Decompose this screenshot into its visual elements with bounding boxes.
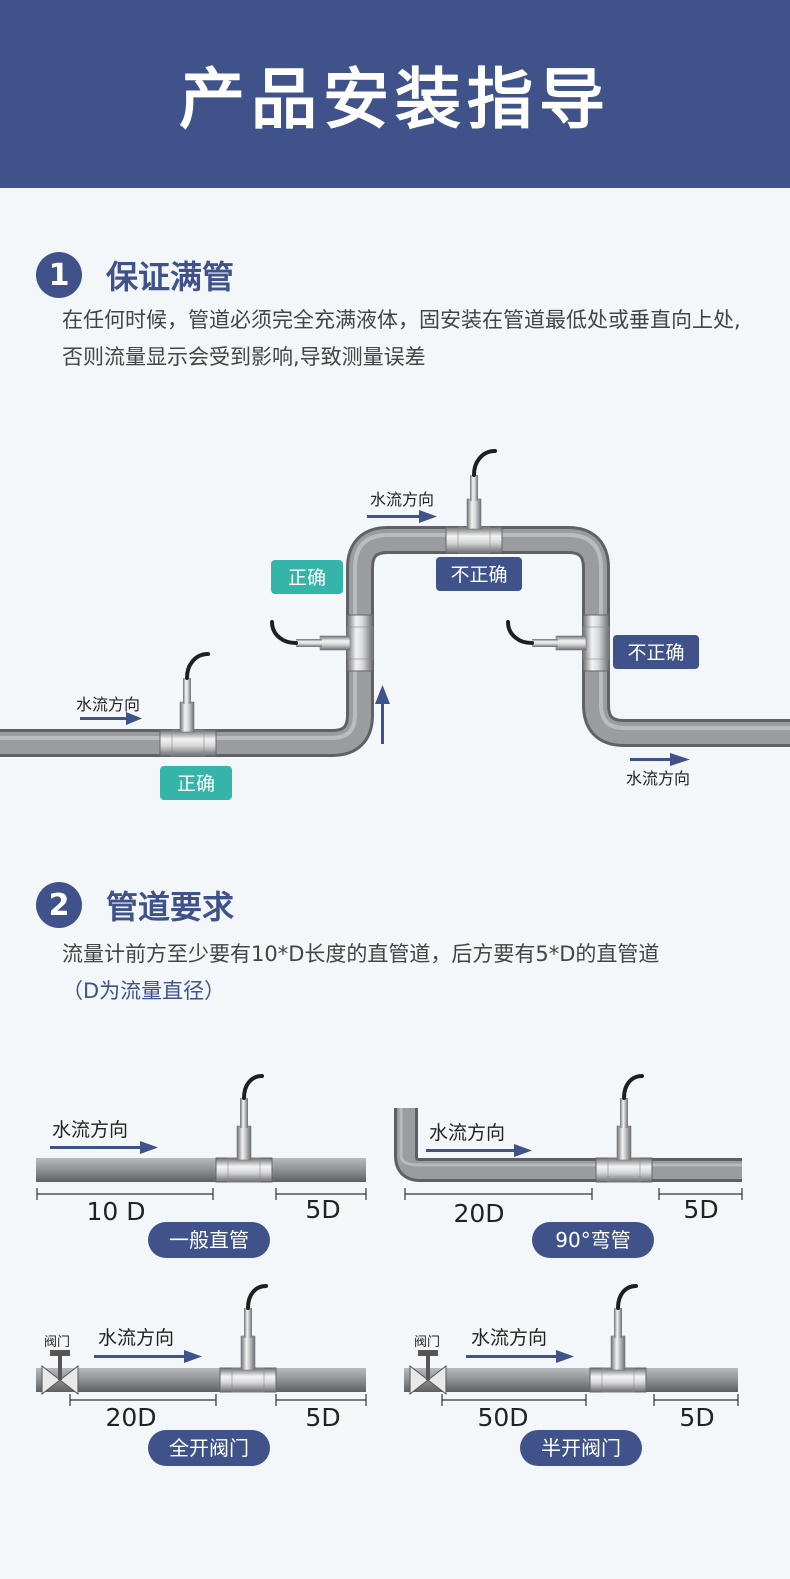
flow-direction-label: 水流方向 bbox=[76, 695, 140, 714]
valve-icon bbox=[409, 1350, 447, 1396]
flow-meter-incorrect-top bbox=[445, 449, 503, 554]
svg-text:20D: 20D bbox=[105, 1403, 156, 1432]
svg-text:阀门: 阀门 bbox=[44, 1335, 70, 1350]
tag-correct: 正确 bbox=[271, 560, 343, 594]
valve-icon bbox=[41, 1350, 79, 1396]
panel-straight-pipe: 水流方向 10 D 5D 一般直管 bbox=[36, 1074, 367, 1258]
flow-meter bbox=[594, 1074, 654, 1184]
section-1-heading: 1 保证满管 bbox=[36, 252, 234, 298]
caption-pill bbox=[148, 1222, 270, 1258]
caption-pill bbox=[532, 1222, 654, 1258]
flow-arrow-3 bbox=[630, 753, 690, 766]
page-title: 产品安装指导 bbox=[179, 61, 611, 138]
tag-correct: 正确 bbox=[160, 766, 232, 800]
svg-text:水流方向: 水流方向 bbox=[52, 1119, 128, 1141]
page-header: 产品安装指导 bbox=[0, 0, 790, 188]
pipe-requirement-diagrams: 水流方向 10 D 5D 一般直管 水流方向 20D 5D 90°弯管 bbox=[36, 1074, 743, 1466]
svg-text:水流方向: 水流方向 bbox=[98, 1327, 174, 1349]
svg-text:一般直管: 一般直管 bbox=[169, 1228, 249, 1252]
flow-meter bbox=[588, 1284, 648, 1394]
flow-arrow bbox=[426, 1144, 532, 1157]
section-description: 流量计前方至少要有10*D长度的直管道，后方要有5*D的直管道 （D为流量直径） bbox=[62, 936, 752, 1010]
caption-pill bbox=[520, 1430, 642, 1466]
full-pipe-diagram: 水流方向 水流方向 水流方向 正确 正确 不正确 不正确 bbox=[0, 449, 790, 800]
flow-arrow-up bbox=[375, 685, 390, 744]
flow-direction-label: 水流方向 bbox=[370, 490, 434, 509]
section-title: 保证满管 bbox=[106, 258, 235, 296]
svg-text:90°弯管: 90°弯管 bbox=[555, 1228, 630, 1252]
panel-half-open-valve: 阀门 水流方向 50D 5D 半开阀门 bbox=[404, 1284, 739, 1466]
requirement-text: 流量计前方至少要有10*D长度的直管道，后方要有5*D的直管道 bbox=[62, 942, 660, 966]
flow-meter-incorrect-descending bbox=[506, 614, 610, 672]
flow-arrow-1 bbox=[80, 712, 142, 725]
flow-meter-correct-bottom bbox=[159, 652, 217, 757]
flow-arrow-2 bbox=[367, 510, 437, 523]
svg-text:阀门: 阀门 bbox=[414, 1335, 440, 1350]
caption-pill bbox=[148, 1430, 270, 1466]
flow-meter bbox=[218, 1284, 278, 1394]
flow-direction-label: 水流方向 bbox=[626, 769, 690, 788]
svg-text:5D: 5D bbox=[679, 1403, 714, 1432]
tag-incorrect: 不正确 bbox=[613, 635, 699, 669]
svg-text:正确: 正确 bbox=[288, 567, 326, 589]
svg-text:不正确: 不正确 bbox=[627, 642, 684, 664]
svg-text:20D: 20D bbox=[453, 1199, 504, 1228]
svg-text:5D: 5D bbox=[683, 1195, 718, 1224]
section-number-badge: 1 bbox=[36, 252, 82, 298]
svg-text:5D: 5D bbox=[305, 1403, 340, 1432]
panel-elbow-pipe: 水流方向 20D 5D 90°弯管 bbox=[394, 1074, 743, 1258]
flow-arrow bbox=[466, 1350, 574, 1363]
tag-incorrect: 不正确 bbox=[436, 557, 522, 591]
svg-text:水流方向: 水流方向 bbox=[471, 1327, 547, 1349]
flow-meter bbox=[214, 1074, 274, 1184]
dimension-line bbox=[404, 1188, 743, 1200]
svg-text:水流方向: 水流方向 bbox=[429, 1122, 505, 1144]
svg-text:不正确: 不正确 bbox=[450, 564, 507, 586]
svg-text:10 D: 10 D bbox=[86, 1197, 145, 1226]
flow-arrow bbox=[50, 1141, 158, 1154]
dimension-line bbox=[69, 1394, 367, 1406]
svg-text:正确: 正确 bbox=[177, 773, 215, 795]
svg-text:全开阀门: 全开阀门 bbox=[169, 1436, 249, 1460]
svg-text:半开阀门: 半开阀门 bbox=[541, 1436, 621, 1460]
requirement-note: （D为流量直径） bbox=[62, 979, 226, 1003]
section-2-heading: 2 管道要求 bbox=[36, 882, 234, 928]
flow-meter-correct-vertical bbox=[270, 614, 374, 672]
panel-full-open-valve: 阀门 水流方向 20D 5D 全开阀门 bbox=[36, 1284, 367, 1466]
svg-text:5D: 5D bbox=[305, 1195, 340, 1224]
section-number-badge: 2 bbox=[36, 882, 82, 928]
svg-text:50D: 50D bbox=[477, 1403, 528, 1432]
dimension-line bbox=[36, 1188, 367, 1200]
section-description: 在任何时候，管道必须完全充满液体，固安装在管道最低处或垂直向上处,否则流量显示会… bbox=[62, 308, 741, 369]
flow-arrow bbox=[94, 1350, 202, 1363]
section-title: 管道要求 bbox=[106, 888, 235, 926]
dimension-line bbox=[441, 1394, 739, 1406]
